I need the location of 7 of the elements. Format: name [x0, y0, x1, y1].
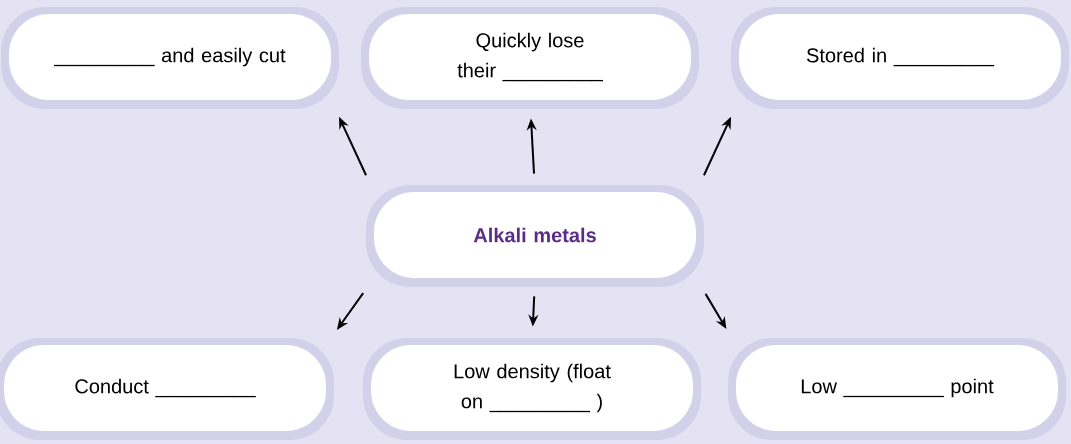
rounded-box: Alkali metals [374, 192, 696, 278]
rounded-box: Low density (float on _________ ) [371, 345, 693, 431]
rounded-box: _________ and easily cut [9, 14, 331, 100]
rounded-box: Stored in _________ [739, 14, 1061, 100]
rounded-box: Low _________ point [736, 345, 1058, 431]
rounded-box: Conduct _________ [4, 345, 326, 431]
rounded-box: Quickly lose their _________ [369, 14, 691, 100]
